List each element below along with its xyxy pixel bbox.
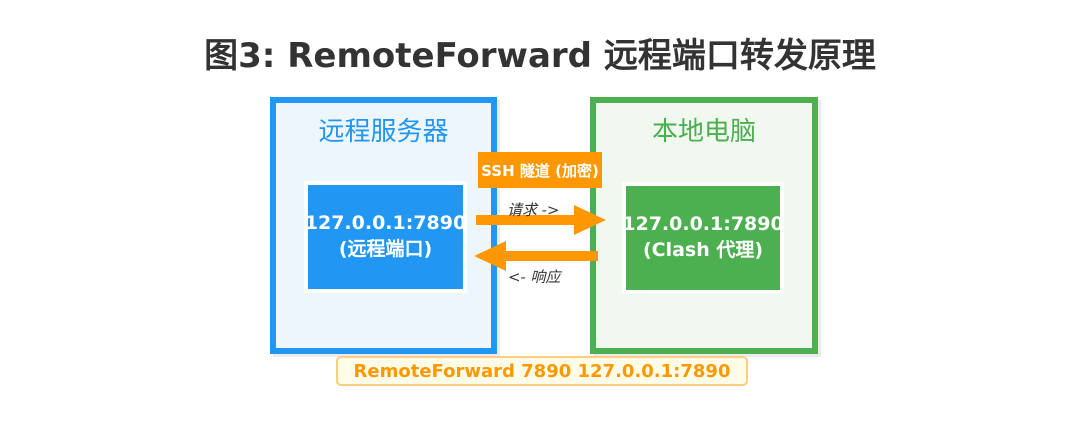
request-label: 请求 -> [507,201,560,219]
local-port-address: 127.0.0.1:7890 [622,213,784,236]
local-computer-title: 本地电脑 [651,117,756,147]
remote-server-box: 远程服务器 127.0.0.1:7890 (远程端口) [270,97,497,354]
local-computer-box: 本地电脑 127.0.0.1:7890 (Clash 代理) [590,97,818,354]
request-arrow [476,205,606,235]
remote-server-title: 远程服务器 [318,117,449,147]
response-label: <- 响应 [508,268,561,286]
local-port-box: 127.0.0.1:7890 (Clash 代理) [622,182,784,294]
diagram-title: 图3: RemoteForward 远程端口转发原理 [204,36,876,76]
remote-port-note: (远程端口) [338,238,433,260]
response-arrow [474,241,598,271]
remoteforward-command: RemoteForward 7890 127.0.0.1:7890 [336,356,748,386]
local-port-note: (Clash 代理) [642,239,764,261]
remote-port-address: 127.0.0.1:7890 [304,212,467,235]
remote-port-box: 127.0.0.1:7890 (远程端口) [304,181,467,293]
ssh-tunnel-label: SSH 隧道 (加密) [478,152,602,188]
